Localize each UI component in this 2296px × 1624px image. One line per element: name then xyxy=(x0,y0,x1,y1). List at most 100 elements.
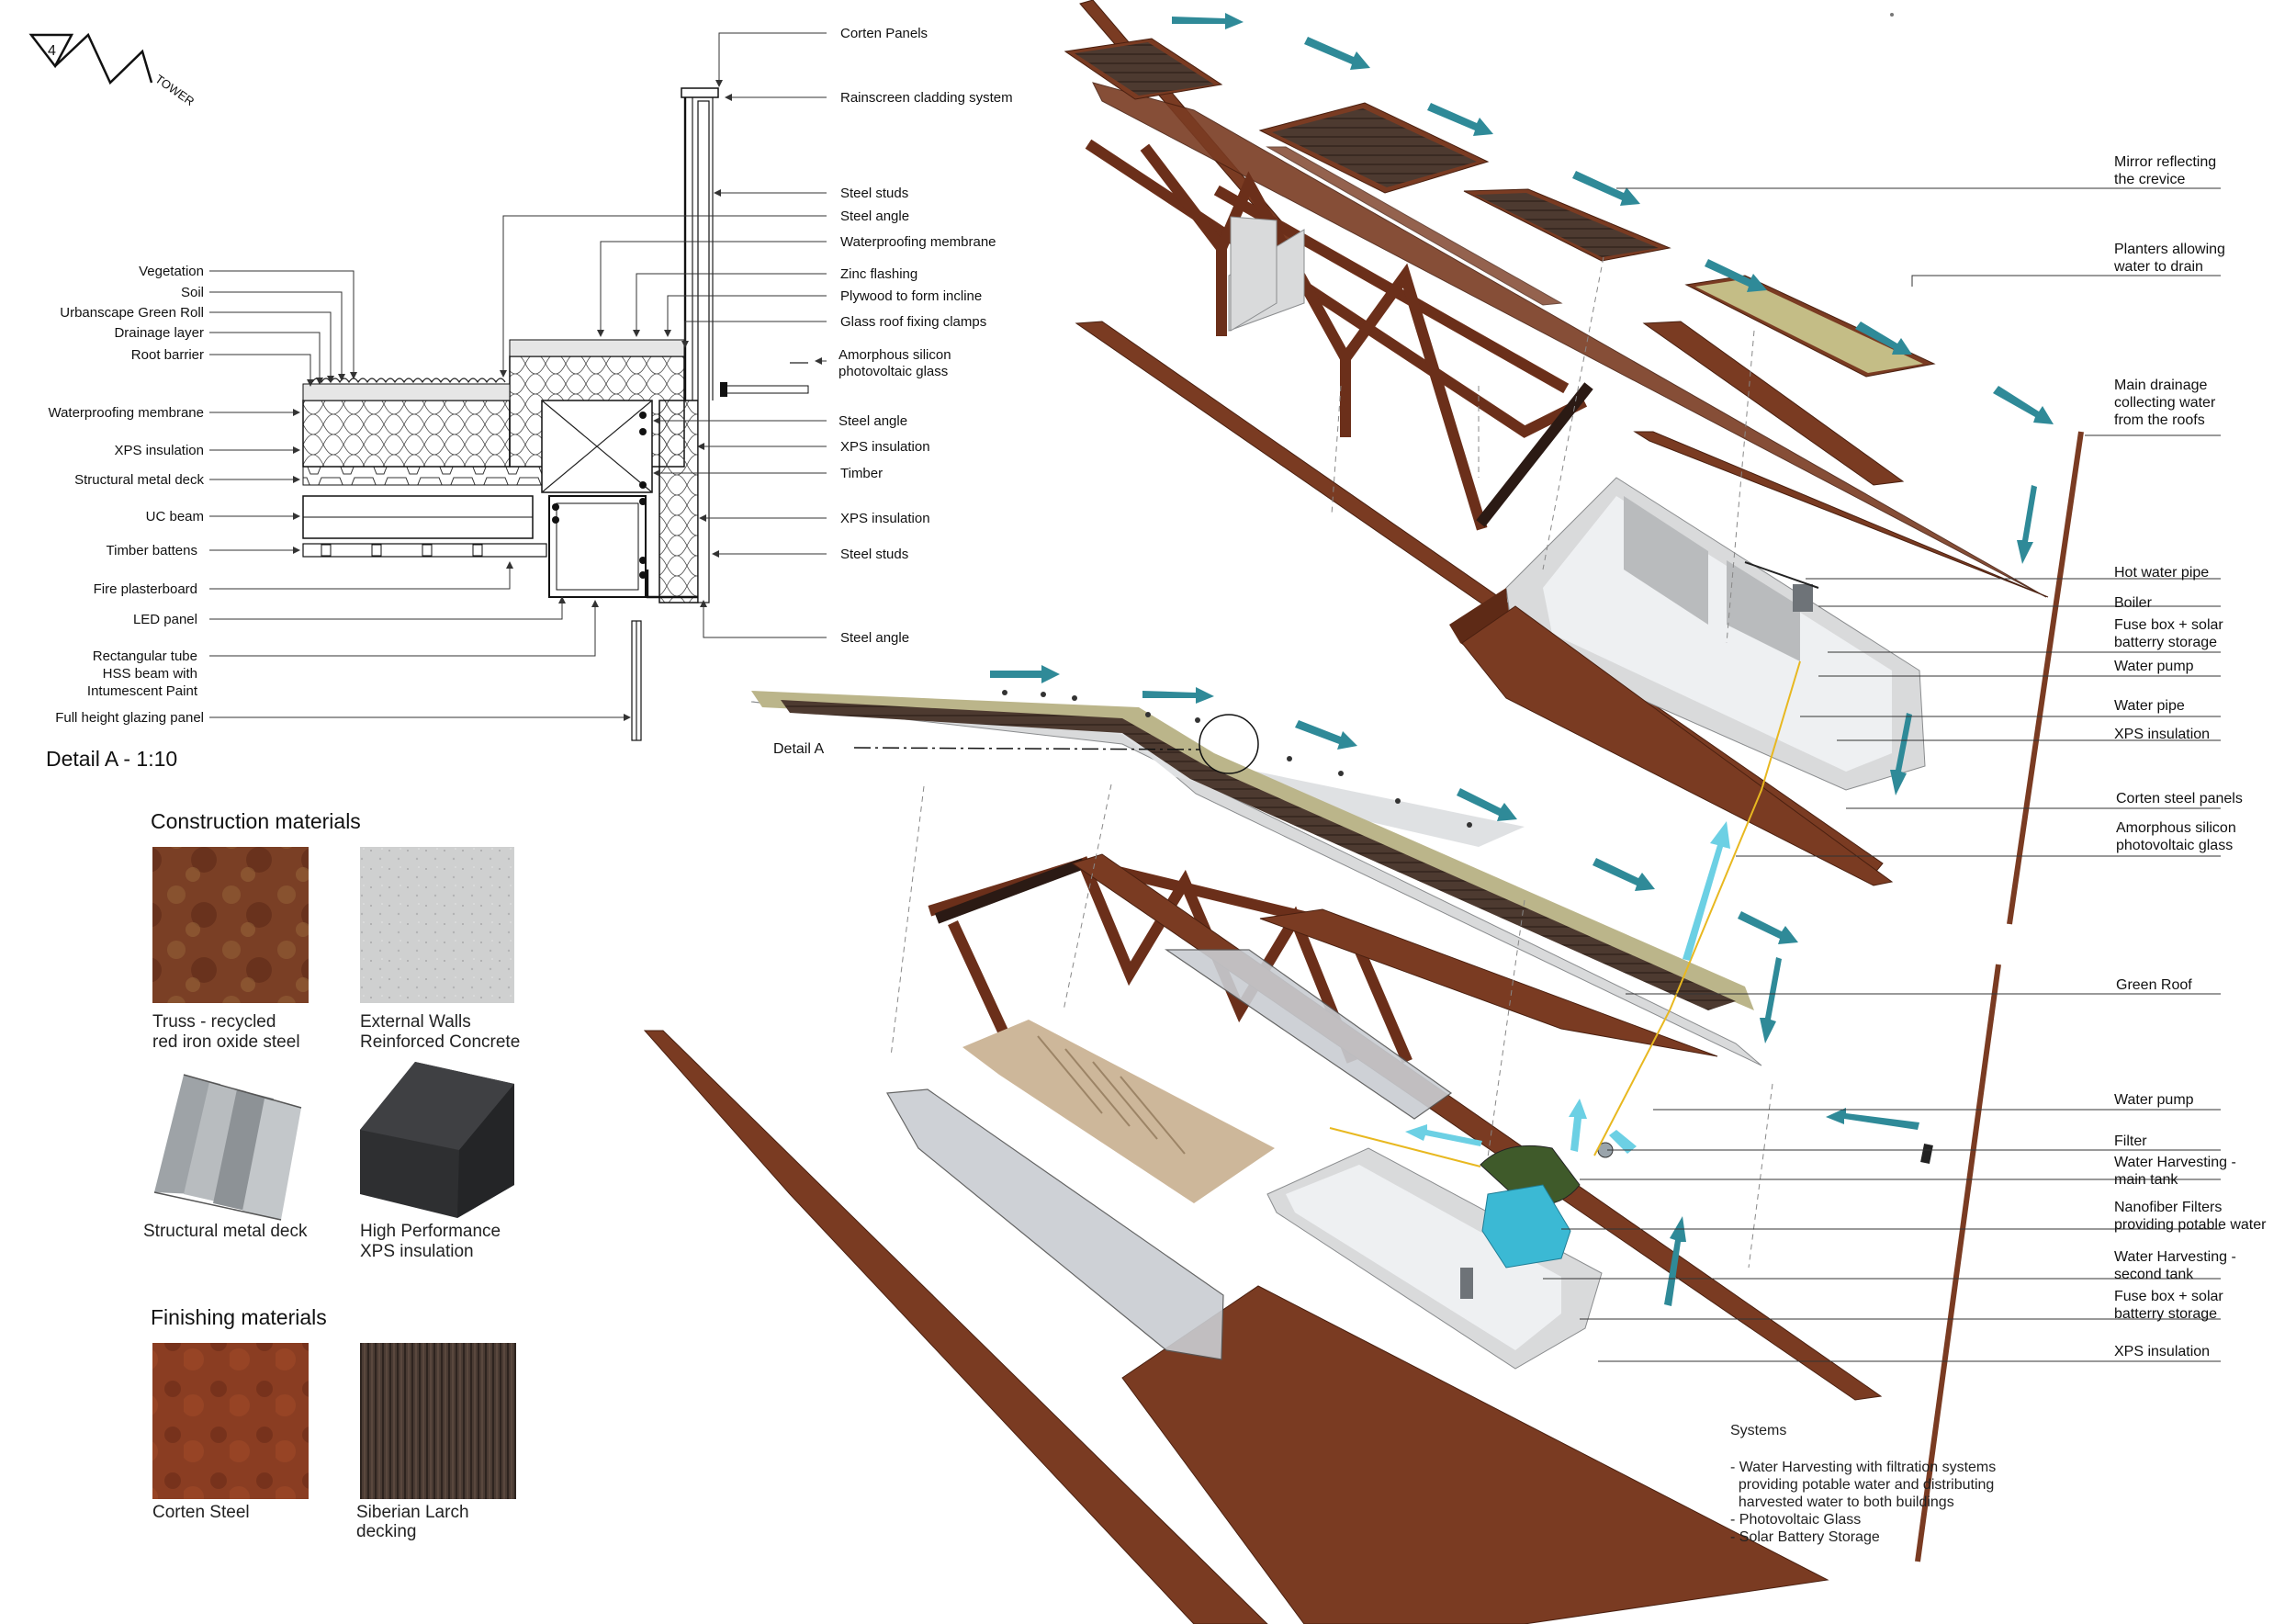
lower-flow-arrows xyxy=(990,665,1919,1306)
systems-line-3: harvested water to both buildings xyxy=(1730,1494,1954,1510)
upper-corten-wing xyxy=(1461,605,1894,886)
label-drainage-layer: Drainage layer xyxy=(114,325,204,341)
label-steel-angle: Steel angle xyxy=(840,209,909,224)
label-intumescent-paint: Intumescent Paint xyxy=(87,683,198,699)
label-water-pipe: Water pipe xyxy=(2114,698,2185,714)
concrete-material-line1: External Walls xyxy=(360,1012,471,1032)
label-nanofiber-1: Nanofiber Filters xyxy=(2114,1200,2222,1215)
label-mirror-2: the crevice xyxy=(2114,172,2185,187)
label-corten-steel-panels: Corten steel panels xyxy=(2116,791,2243,806)
label-fire-plasterboard: Fire plasterboard xyxy=(94,581,197,597)
detail-labels-left: Vegetation Soil Urbanscape Green Roll Dr… xyxy=(48,264,204,726)
label-amorphous-1: Amorphous silicon xyxy=(2116,820,2236,836)
label-green-roof: Green Roof xyxy=(2116,977,2192,993)
truss-material-line1: Truss - recycled xyxy=(152,1012,276,1032)
swatch-corten-steel xyxy=(152,1343,309,1499)
exploded-labels: Mirror reflecting the crevice Planters a… xyxy=(2113,154,2267,1359)
systems-line-4: - Photovoltaic Glass xyxy=(1730,1512,1861,1528)
label-amorphous-2: photovoltaic glass xyxy=(2116,838,2233,853)
detail-leaders xyxy=(209,32,827,721)
lower-glass-right xyxy=(1165,949,1453,1120)
larch-material-line2: decking xyxy=(356,1522,417,1541)
planter-steps xyxy=(1064,38,1936,486)
label-waterproofing-membrane: Waterproofing membrane xyxy=(48,405,204,421)
label-hss-beam: HSS beam with xyxy=(103,666,197,682)
detail-labels-right: Corten Panels Rainscreen cladding system… xyxy=(838,26,1013,646)
label-soil: Soil xyxy=(181,285,204,300)
label-second-tank-2: second tank xyxy=(2114,1267,2194,1282)
label-timber: Timber xyxy=(840,466,883,481)
corten-material-line1: Corten Steel xyxy=(152,1503,250,1522)
upper-corten-blade-mid xyxy=(1092,82,2047,598)
systems-line-1: - Water Harvesting with filtration syste… xyxy=(1730,1460,1996,1475)
label-planters-2: water to drain xyxy=(2113,259,2203,275)
systems-title: Systems xyxy=(1730,1423,1786,1438)
lower-drainage-pipe xyxy=(1915,964,2001,1562)
swatch-metal-deck xyxy=(153,1074,302,1221)
larch-material-line1: Siberian Larch xyxy=(356,1503,469,1522)
mirror-panel xyxy=(1230,216,1277,332)
lower-building-exploded: Detail A xyxy=(643,256,2001,1624)
metal-deck-material-line1: Structural metal deck xyxy=(143,1222,308,1241)
label-amorphous-silicon: Amorphous silicon xyxy=(838,347,951,363)
label-corten-panels: Corten Panels xyxy=(840,26,928,41)
label-water-pump-lower: Water pump xyxy=(2114,1092,2194,1108)
second-tank xyxy=(1481,1184,1571,1269)
truss-material-line2: red iron oxide steel xyxy=(152,1032,300,1052)
label-zinc-flashing: Zinc flashing xyxy=(840,266,917,282)
label-filter: Filter xyxy=(2114,1133,2147,1149)
corner-mark xyxy=(1890,13,1894,17)
label-plywood: Plywood to form incline xyxy=(840,288,982,304)
label-xps-insulation: XPS insulation xyxy=(114,443,204,458)
upper-building-exploded xyxy=(1064,0,2084,925)
label-nanofiber-2: providing potable water xyxy=(2114,1217,2267,1233)
label-led-panel: LED panel xyxy=(133,612,197,627)
tower-logo: 4 TOWER xyxy=(28,32,197,108)
label-mirror-1: Mirror reflecting xyxy=(2114,154,2216,170)
systems-notes: Systems - Water Harvesting with filtrati… xyxy=(1730,1423,1996,1545)
systems-line-2: providing potable water and distributing xyxy=(1730,1477,1994,1493)
label-boiler: Boiler xyxy=(2114,595,2153,611)
lower-corten-blade-left xyxy=(643,1030,1268,1624)
lower-corten-blade-base xyxy=(1121,1285,1829,1624)
label-drainage-2: collecting water xyxy=(2114,395,2216,411)
label-green-roll: Urbanscape Green Roll xyxy=(60,305,204,321)
lower-deck-floor xyxy=(962,1020,1275,1203)
water-pipe-lower xyxy=(1593,660,1801,1156)
detail-a-drawing xyxy=(302,87,809,741)
swatch-rusted-truss xyxy=(152,847,309,1003)
label-fuse-box-1: Fuse box + solar xyxy=(2114,617,2223,633)
label-glass-clamps: Glass roof fixing clamps xyxy=(840,314,986,330)
materials-panel: Construction materials Truss - recycled … xyxy=(143,809,520,1541)
label-fuse-box-lower-1: Fuse box + solar xyxy=(2114,1289,2223,1304)
lower-corten-wing xyxy=(1259,908,1718,1057)
label-hot-water-pipe: Hot water pipe xyxy=(2114,565,2209,581)
swatch-xps-block xyxy=(360,1062,514,1218)
xps-material-line1: High Performance xyxy=(360,1222,501,1241)
label-planters-1: Planters allowing xyxy=(2114,242,2225,257)
label-steel-angle-2: Steel angle xyxy=(838,413,907,429)
label-steel-studs: Steel studs xyxy=(840,186,908,201)
label-timber-battens: Timber battens xyxy=(107,543,198,558)
systems-line-5: - Solar Battery Storage xyxy=(1730,1529,1880,1545)
detail-title: Detail A - 1:10 xyxy=(46,747,177,771)
upper-corten-blade-right xyxy=(1633,431,2049,598)
label-steel-studs-2: Steel studs xyxy=(840,547,908,562)
upper-flow-arrows xyxy=(1172,13,2054,564)
construction-materials-heading: Construction materials xyxy=(151,809,361,833)
label-uc-beam: UC beam xyxy=(146,509,204,524)
projection-lines xyxy=(890,256,1773,1269)
upper-truss xyxy=(1085,139,1593,531)
lower-glass-left xyxy=(886,1088,1224,1360)
label-second-tank-1: Water Harvesting - xyxy=(2114,1249,2236,1265)
label-fuse-box-lower-2: batterry storage xyxy=(2114,1306,2217,1322)
detail-a-callout: Detail A xyxy=(773,741,824,757)
main-drainage-pipe xyxy=(2007,431,2084,925)
label-rectangular-tube: Rectangular tube xyxy=(93,648,197,664)
label-full-height-glazing: Full height glazing panel xyxy=(55,710,204,726)
label-xps-insulation-right: XPS insulation xyxy=(840,439,930,455)
label-xps-insulation-right-2: XPS insulation xyxy=(840,511,930,526)
label-photovoltaic-glass: photovoltaic glass xyxy=(838,364,948,379)
label-steel-angle-3: Steel angle xyxy=(840,630,909,646)
